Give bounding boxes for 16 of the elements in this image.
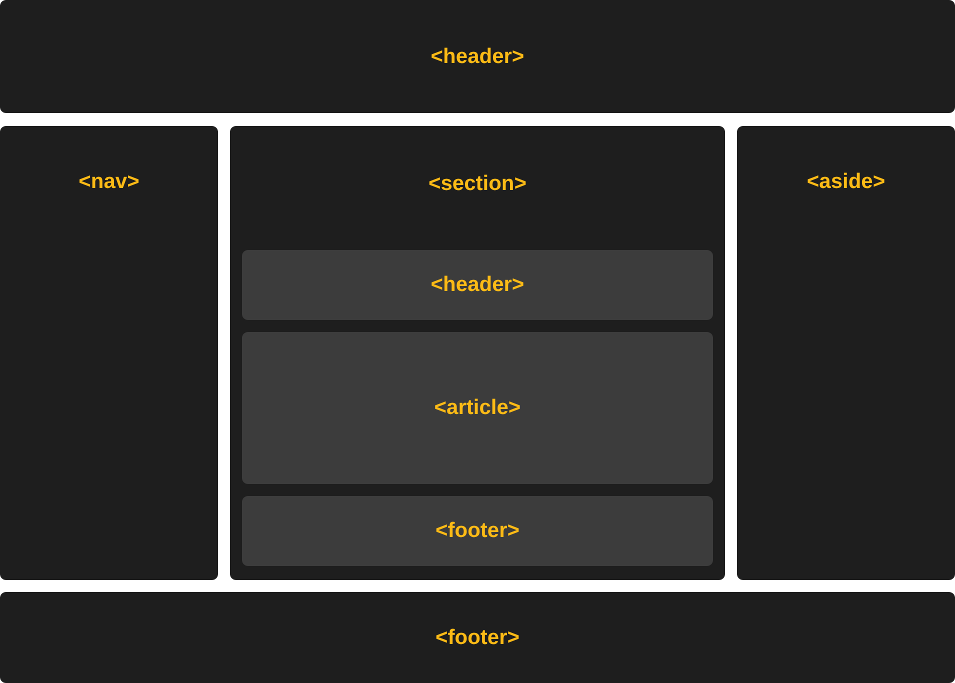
tag-label: <aside> (806, 170, 886, 194)
tag-label: <nav> (78, 170, 140, 194)
tag-label: <footer> (435, 626, 520, 650)
content-block (242, 332, 713, 484)
page-region-panel (0, 0, 955, 113)
page-region-panel (737, 126, 955, 580)
page-region-panel (230, 126, 725, 580)
page-region-panel (0, 126, 218, 580)
tag-label: <header> (430, 273, 524, 297)
page-region-panel (0, 592, 955, 683)
tag-label: <header> (430, 44, 524, 68)
tag-label: <footer> (435, 519, 520, 543)
content-block (242, 250, 713, 320)
tag-label: <section> (428, 172, 527, 196)
content-block (242, 496, 713, 566)
tag-label: <article> (434, 396, 521, 420)
